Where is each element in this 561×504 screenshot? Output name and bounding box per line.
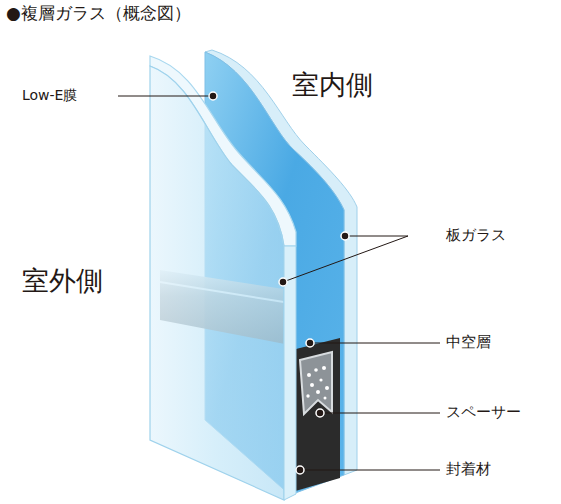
desiccant bbox=[306, 366, 329, 400]
clear-pane bbox=[150, 66, 284, 500]
side-label: 室内側 bbox=[292, 70, 373, 100]
spacer bbox=[300, 352, 332, 414]
leader-lines bbox=[118, 96, 440, 470]
part-label: 中空層 bbox=[446, 334, 491, 351]
part-label: スペーサー bbox=[446, 404, 521, 421]
diagram-title: ●複層ガラス（概念図） bbox=[6, 4, 191, 23]
part-label: 板ガラス bbox=[446, 227, 506, 244]
part-label: Low-E膜 bbox=[22, 88, 77, 103]
side-label: 室外側 bbox=[22, 266, 103, 296]
part-label: 封着材 bbox=[446, 461, 491, 478]
leader-dots bbox=[209, 92, 349, 474]
sealant bbox=[292, 338, 340, 492]
